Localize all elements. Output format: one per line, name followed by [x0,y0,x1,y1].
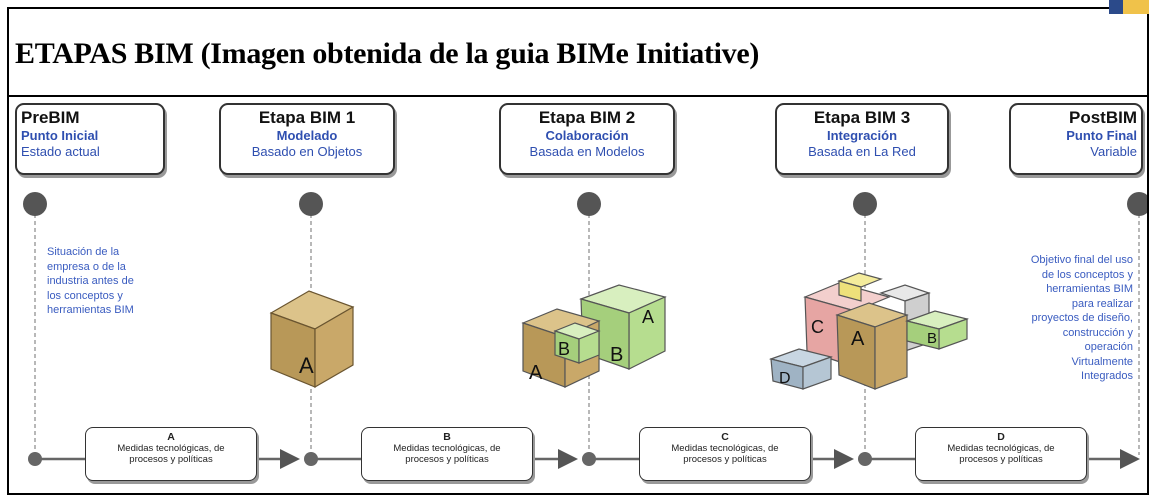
cube-label-stage2-a1: A [529,362,543,384]
measure-box-b: B Medidas tecnológicas, de procesos y po… [361,427,533,481]
stage-description-postbim: Variable [1090,144,1137,159]
postbim-text-line: herramientas BIM [1046,283,1133,295]
stage-dashed-lines [34,207,1140,455]
dot-stage2 [577,192,601,216]
stage-name-stage2: Etapa BIM 2 [538,108,636,127]
stage-subtitle-stage1: Modelado [276,128,338,143]
postbim-text-line: Objetivo final del uso [1030,254,1133,266]
prebim-description-text: Situación de la empresa o de la industri… [47,245,187,318]
stage-subtitle-stage2: Colaboración [545,128,629,143]
prebim-text-line: herramientas BIM [47,304,134,316]
stage-description-stage2: Basada en Modelos [529,144,645,159]
corner-logo-icon [1109,0,1149,14]
dot-prebim [23,192,47,216]
cube-stage1-icon: A [269,290,355,389]
prebim-text-line: Situación de la [47,246,120,258]
stage-dots [23,192,1147,216]
stage-description-stage3: Basada en La Red [808,144,916,159]
stage-subtitle-prebim: Punto Inicial [21,128,99,143]
measure-letter-c: C [721,431,729,443]
measure-line1-a: Medidas tecnológicas, de [117,443,225,454]
stage-box-postbim: PostBIM Punto Final Variable [1009,103,1143,175]
cube-label-stage3-a: A [851,328,865,350]
title-bar: ETAPAS BIM (Imagen obtenida de la guia B… [9,0,1149,97]
postbim-text-line: para realizar [1071,297,1133,310]
diagram-frame: ETAPAS BIM (Imagen obtenida de la guia B… [7,0,1149,495]
dot-postbim [1127,192,1147,216]
measure-letter-a: A [167,431,175,443]
postbim-text-line: proyectos de diseño, [1031,312,1133,324]
measure-box-d: D Medidas tecnológicas, de procesos y po… [915,427,1087,481]
postbim-description-text: Objetivo final del uso de los conceptos … [973,253,1133,384]
stage-box-stage1: Etapa BIM 1 Modelado Basado en Objetos [219,103,395,175]
measure-box-a: A Medidas tecnológicas, de procesos y po… [85,427,257,481]
postbim-text-line: de los conceptos y [1041,268,1133,281]
stage-name-stage3: Etapa BIM 3 [813,108,911,127]
measure-line2-a: procesos y políticas [129,454,213,465]
measure-line1-b: Medidas tecnológicas, de [393,443,501,454]
postbim-text-line: construcción y [1062,326,1133,339]
cube-label-stage2-b2: B [610,344,623,366]
page-title: ETAPAS BIM (Imagen obtenida de la guia B… [15,37,760,70]
postbim-text-line: operación [1084,341,1133,353]
stage-subtitle-postbim: Punto Final [1066,128,1137,143]
prebim-text-line: empresa o de la [47,260,126,273]
stage-box-prebim: PreBIM Punto Inicial Estado actual [15,103,165,175]
bim-stages-diagram: A A B B A [9,97,1147,493]
measure-letter-b: B [443,431,451,443]
prebim-text-line: los conceptos y [47,289,123,302]
cube-label-stage3-c: C [811,317,824,337]
cube-label-stage1-a: A [299,353,314,378]
cube-label-stage3-d: D [779,370,791,387]
cube-label-stage3-b: B [927,330,937,347]
cube-label-stage2-b1: B [558,339,570,359]
measure-line2-c: procesos y políticas [683,454,767,465]
cube-label-stage2-a2: A [642,307,654,327]
measure-line2-b: procesos y políticas [405,454,489,465]
dot-stage1 [299,192,323,216]
cubes-stage2-icon: A B B A [521,284,667,388]
dot-stage3 [853,192,877,216]
measure-line1-c: Medidas tecnológicas, de [671,443,779,454]
measure-line1-d: Medidas tecnológicas, de [947,443,1055,454]
postbim-text-line: Virtualmente [1071,355,1133,368]
stage-description-stage1: Basado en Objetos [251,144,363,159]
stage-name-postbim: PostBIM [1069,108,1137,127]
cubes-stage3-icon: C A B D [768,272,970,390]
stage-subtitle-stage3: Integración [826,128,898,143]
prebim-text-line: industria antes de [47,275,134,287]
stage-name-stage1: Etapa BIM 1 [258,108,356,127]
stage-box-stage2: Etapa BIM 2 Colaboración Basada en Model… [499,103,675,175]
measure-line2-d: procesos y políticas [959,454,1043,465]
stage-name-prebim: PreBIM [21,108,80,127]
stage-description-prebim: Estado actual [21,144,100,159]
measure-letter-d: D [997,431,1005,443]
postbim-text-line: Integrados [1081,370,1133,382]
stage-box-stage3: Etapa BIM 3 Integración Basada en La Red [775,103,949,175]
measure-box-c: C Medidas tecnológicas, de procesos y po… [639,427,811,481]
